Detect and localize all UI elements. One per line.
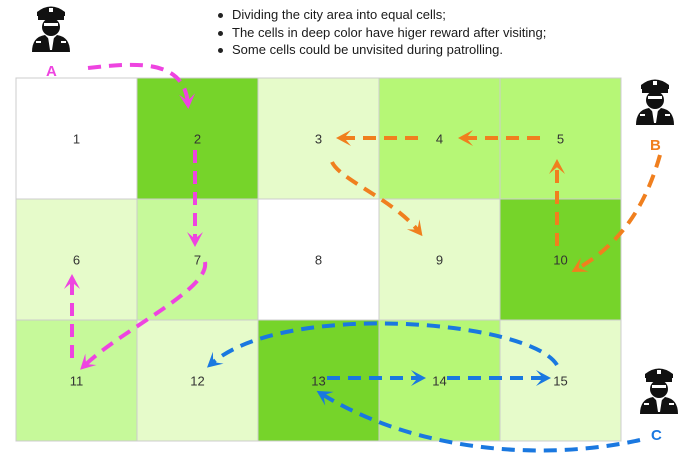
city-grid (15, 77, 622, 442)
arrow-head-icon (336, 130, 351, 146)
cell-number: 8 (315, 253, 322, 268)
cell-number: 11 (70, 374, 84, 389)
cell-number: 3 (315, 132, 322, 147)
cell-number: 4 (436, 132, 443, 147)
grid-cell (499, 319, 622, 442)
grid-cell (257, 198, 380, 321)
arrow-head-icon (207, 351, 224, 368)
notes-list: Dividing the city area into equal cells;… (214, 6, 546, 59)
note-item: The cells in deep color have higer rewar… (214, 24, 546, 42)
cell-number: 2 (194, 132, 201, 147)
arrow-head-icon (411, 370, 426, 386)
arrow-head-icon (80, 353, 97, 370)
arrow-head-icon (536, 370, 551, 386)
note-item: Some cells could be unvisited during pat… (214, 41, 546, 59)
cell-number: 12 (190, 374, 204, 389)
police-officer-icon (32, 6, 70, 52)
grid-cell (15, 198, 138, 321)
arrow-head-icon (406, 219, 423, 237)
route-segment-c (318, 391, 641, 453)
grid-cell (257, 77, 380, 200)
cell-number: 1 (73, 132, 80, 147)
grid-cell (15, 319, 138, 442)
note-item: Dividing the city area into equal cells; (214, 6, 546, 24)
grid-cell (378, 319, 501, 442)
agent-b-label: B (650, 137, 661, 154)
arrow-head-icon (187, 232, 203, 247)
arrow-head-icon (549, 159, 565, 174)
cell-number: 15 (553, 374, 567, 389)
cell-number: 5 (557, 132, 564, 147)
arrow-head-icon (316, 390, 334, 406)
cell-number: 9 (436, 253, 443, 268)
patrol-routes (64, 62, 662, 453)
grid-cell (136, 319, 259, 442)
grid-cell (499, 77, 622, 200)
arrow-head-icon (179, 93, 195, 109)
arrow-head-icon (64, 274, 80, 289)
agent-c-label: C (651, 427, 662, 444)
police-officer-icon (640, 368, 678, 414)
police-officer-icon (636, 79, 674, 125)
cell-number: 7 (194, 253, 201, 268)
grid-cell (499, 198, 622, 321)
route-segment-a (87, 62, 190, 106)
cell-number: 14 (432, 374, 446, 389)
route-segment-a (81, 261, 208, 369)
arrow-head-icon (458, 130, 473, 146)
grid-cell (257, 319, 380, 442)
route-segment-b (574, 154, 662, 272)
route-segment-b (330, 160, 422, 235)
agent-a-label: A (46, 63, 57, 80)
grid-cell (136, 198, 259, 321)
cell-number: 13 (311, 374, 325, 389)
cell-number: 10 (553, 253, 567, 268)
route-segment-c (208, 321, 559, 367)
cell-number: 6 (73, 253, 80, 268)
arrow-head-icon (571, 257, 589, 272)
grid-cell (378, 77, 501, 200)
